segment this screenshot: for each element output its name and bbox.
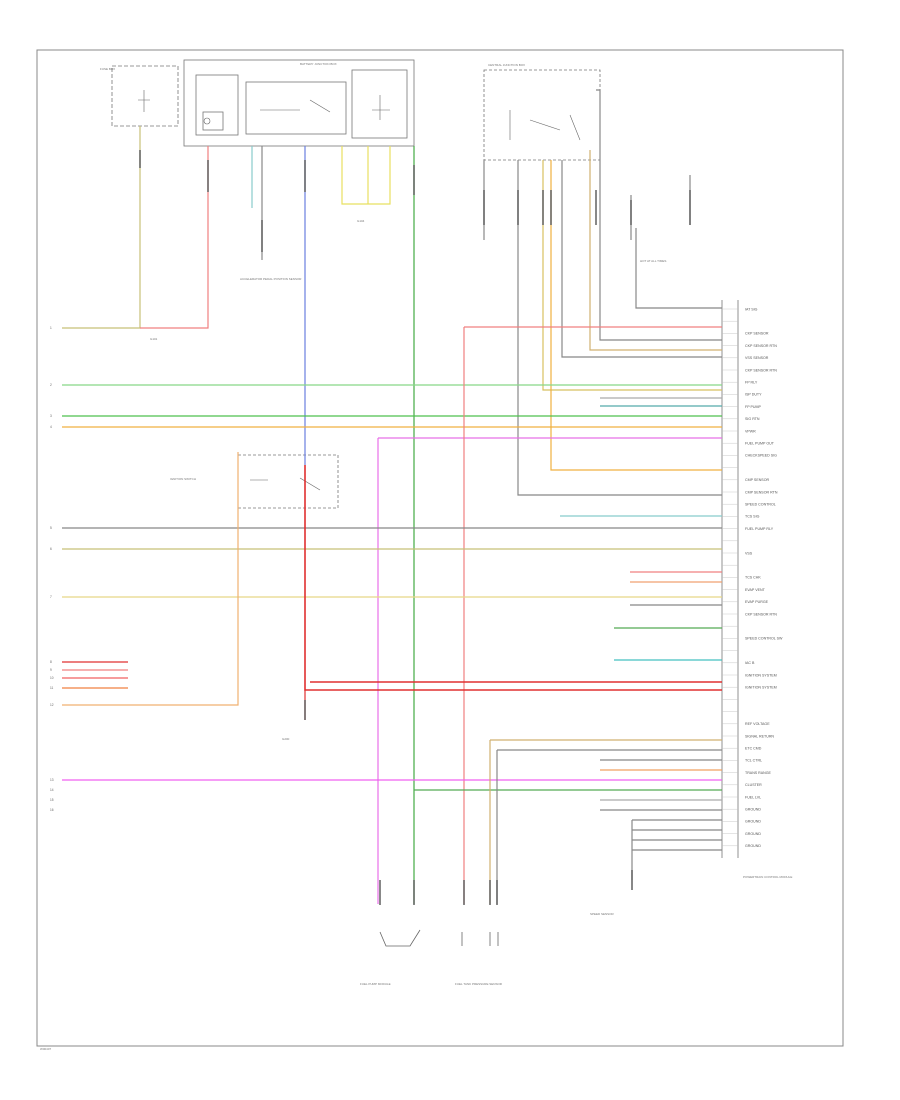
terminal-label: FP PUMP	[745, 405, 762, 409]
left-pin-number: 15	[50, 798, 54, 802]
wire-red	[140, 146, 209, 329]
terminal-label: TCL CTRL	[745, 759, 762, 763]
terminal-label: TCS SIG	[745, 515, 760, 519]
terminal-label: CMP SENSOR	[745, 478, 770, 482]
terminal-label: ETC CMD	[745, 747, 762, 751]
fuse-box-label: FUSE BOX	[100, 67, 115, 71]
terminal-label: FUEL PUMP OUT	[745, 442, 775, 446]
right-terminal-labels: IAT SIG CKP SENSOR CKP SENSOR RTN VSS SENSO…	[722, 307, 783, 848]
terminal-label: SIGNAL RETURN	[745, 734, 774, 738]
left-pin-number: 6	[50, 547, 52, 551]
left-pin-number: 12	[50, 703, 54, 707]
footer-code: W00407	[40, 1047, 52, 1051]
terminal-label: CKP SENSOR	[745, 332, 769, 336]
connector-stubs	[139, 150, 691, 905]
left-pin-number: 13	[50, 778, 54, 782]
terminal-label: CMP SENSOR RTN	[745, 490, 778, 494]
ignition-switch-label: IGNITION SWITCH	[170, 477, 196, 481]
speed-sensor-label: SPEED SENSOR	[590, 912, 615, 916]
terminal-label: EVAP VENT	[745, 588, 766, 592]
terminal-label: VPWR	[745, 429, 756, 433]
component-labels: FUSE BOX BATTERY JUNCTION BOX ACCELERATO…	[100, 62, 792, 986]
top-left-components	[111, 59, 739, 858]
terminal-label: IGNITION SYSTEM	[745, 686, 777, 690]
g200-label: G200	[282, 737, 290, 741]
battery-junction-box-label: BATTERY JUNCTION BOX	[300, 62, 337, 66]
terminal-label: SPEED CONTROL SW	[745, 637, 783, 641]
wire-tan-yellow	[62, 126, 141, 329]
bottom-sensors	[379, 929, 499, 947]
terminal-label: IAC B	[745, 661, 755, 665]
terminal-label: CKP SENSOR RTN	[745, 368, 777, 372]
terminal-label: GROUND	[745, 832, 761, 836]
left-pin-number: 10	[50, 676, 54, 680]
fuel-tank-pressure-sensor-label: FUEL TANK PRESSURE SENSOR	[455, 982, 503, 986]
terminal-label: SIG RTN	[745, 417, 760, 421]
terminal-label: ISP DUTY	[745, 393, 762, 397]
left-pin-number: 1	[50, 326, 52, 330]
central-junction-box-label: CENTRAL JUNCTION BOX	[488, 63, 525, 67]
terminal-label: FUEL LVL	[745, 795, 761, 799]
terminal-label: FUEL PUMP RLY	[745, 527, 774, 531]
left-pin-number: 2	[50, 383, 52, 387]
terminal-label: IGNITION SYSTEM	[745, 673, 777, 677]
left-pin-number: 5	[50, 526, 52, 530]
left-pin-number: 11	[50, 686, 54, 690]
left-pin-number: 9	[50, 668, 52, 672]
left-pin-number: 16	[50, 808, 54, 812]
fuel-pump-module-label: FUEL PUMP MODULE	[360, 982, 391, 986]
wires	[62, 89, 722, 904]
terminal-label: CKP SENSOR RTN	[745, 344, 777, 348]
terminal-label: EVAP PURGE	[745, 600, 769, 604]
terminal-label: GROUND	[745, 844, 761, 848]
terminal-label: TRANS RANGE	[745, 771, 772, 775]
g104-label: G104	[357, 219, 365, 223]
terminal-label: SPEED CONTROL	[745, 503, 776, 507]
terminal-label: VSS SENSOR	[745, 356, 769, 360]
pcm-label: POWERTRAIN CONTROL MODULE	[743, 875, 792, 879]
diagram-frame	[36, 49, 844, 1047]
left-pin-number: 4	[50, 425, 52, 429]
terminal-label: VSS	[745, 551, 753, 555]
left-pin-number: 7	[50, 595, 52, 599]
box-internals	[138, 90, 581, 491]
terminal-label: IAT SIG	[745, 307, 758, 311]
terminal-label: TCS CHK	[745, 576, 761, 580]
terminal-label: CHECKSPEED SIG	[745, 454, 777, 458]
accelerator-pedal-sensor-label: ACCELERATOR PEDAL POSITION SENSOR	[240, 277, 302, 281]
terminal-label: CKP SENSOR RTN	[745, 612, 777, 616]
terminal-label: GROUND	[745, 808, 761, 812]
terminal-label: CLUSTER	[745, 783, 762, 787]
terminal-label: FP RLY	[745, 381, 758, 385]
left-pin-number: 3	[50, 414, 52, 418]
hot-at-all-times-label: HOT AT ALL TIMES	[640, 259, 666, 263]
left-pin-number: 14	[50, 788, 54, 792]
terminal-label: REF VOLTAGE	[745, 722, 770, 726]
terminal-label: GROUND	[745, 820, 761, 824]
left-pin-number: 8	[50, 660, 52, 664]
g101-label: G101	[150, 337, 158, 341]
